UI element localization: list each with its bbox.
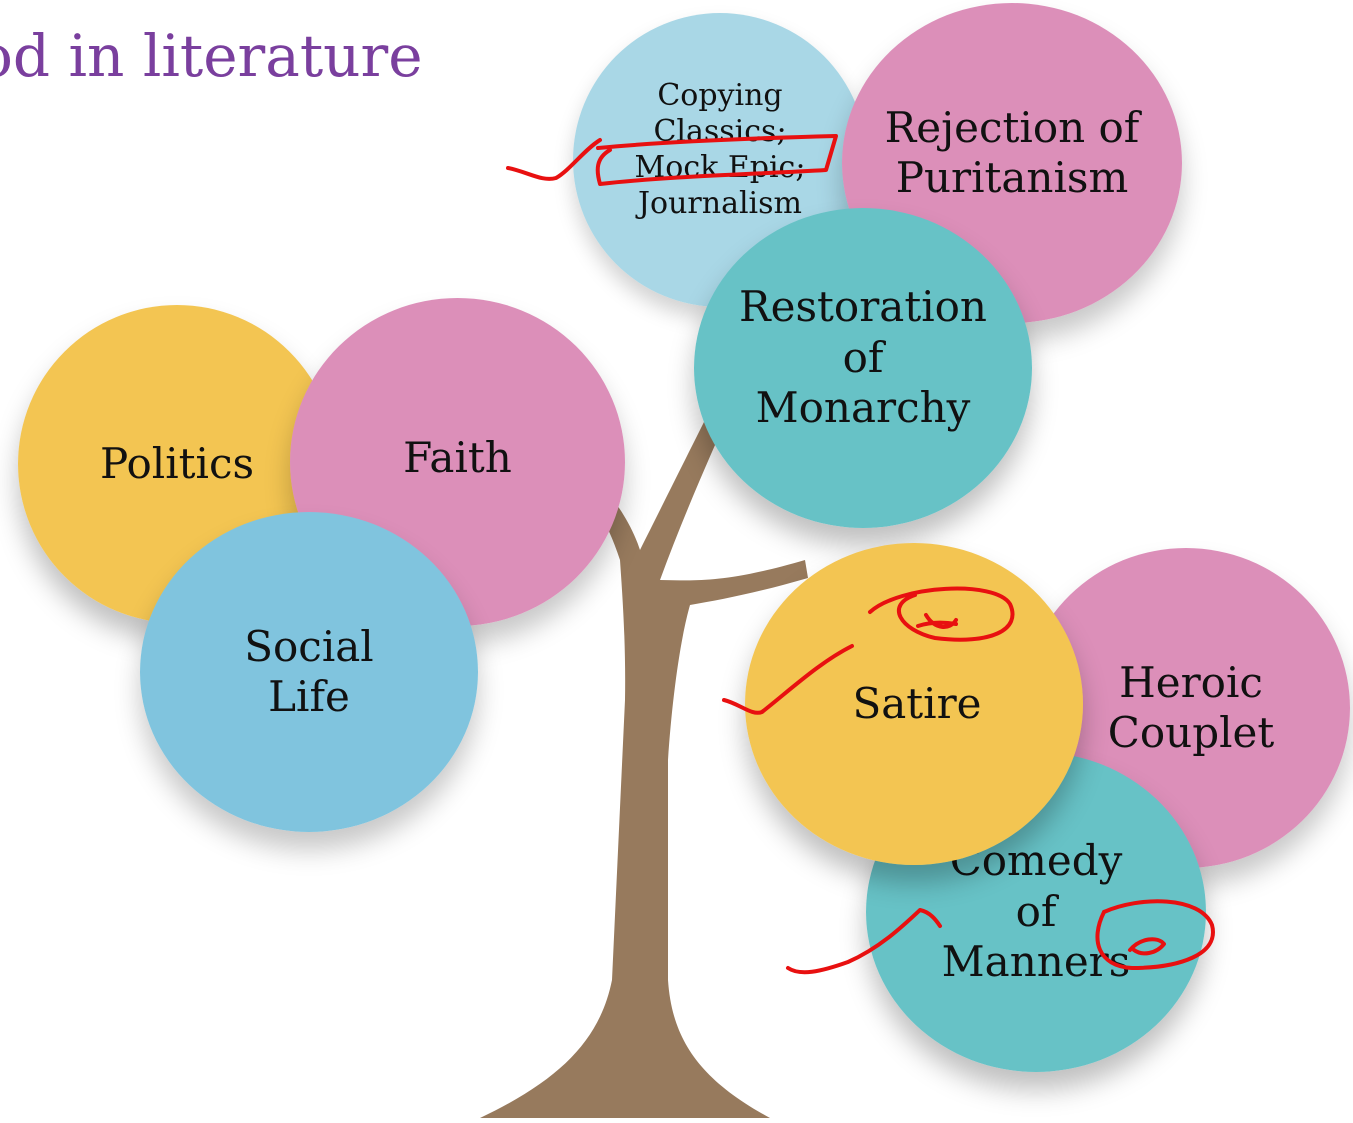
circle-social-life: Social Life (140, 512, 478, 832)
circle-restoration-of-monarchy: Restoration of Monarchy (694, 208, 1032, 528)
circle-satire: Satire (745, 543, 1083, 865)
slide-title: od in literature (0, 22, 423, 90)
circle-rejection-of-puritanism: Rejection of Puritanism (842, 3, 1182, 323)
